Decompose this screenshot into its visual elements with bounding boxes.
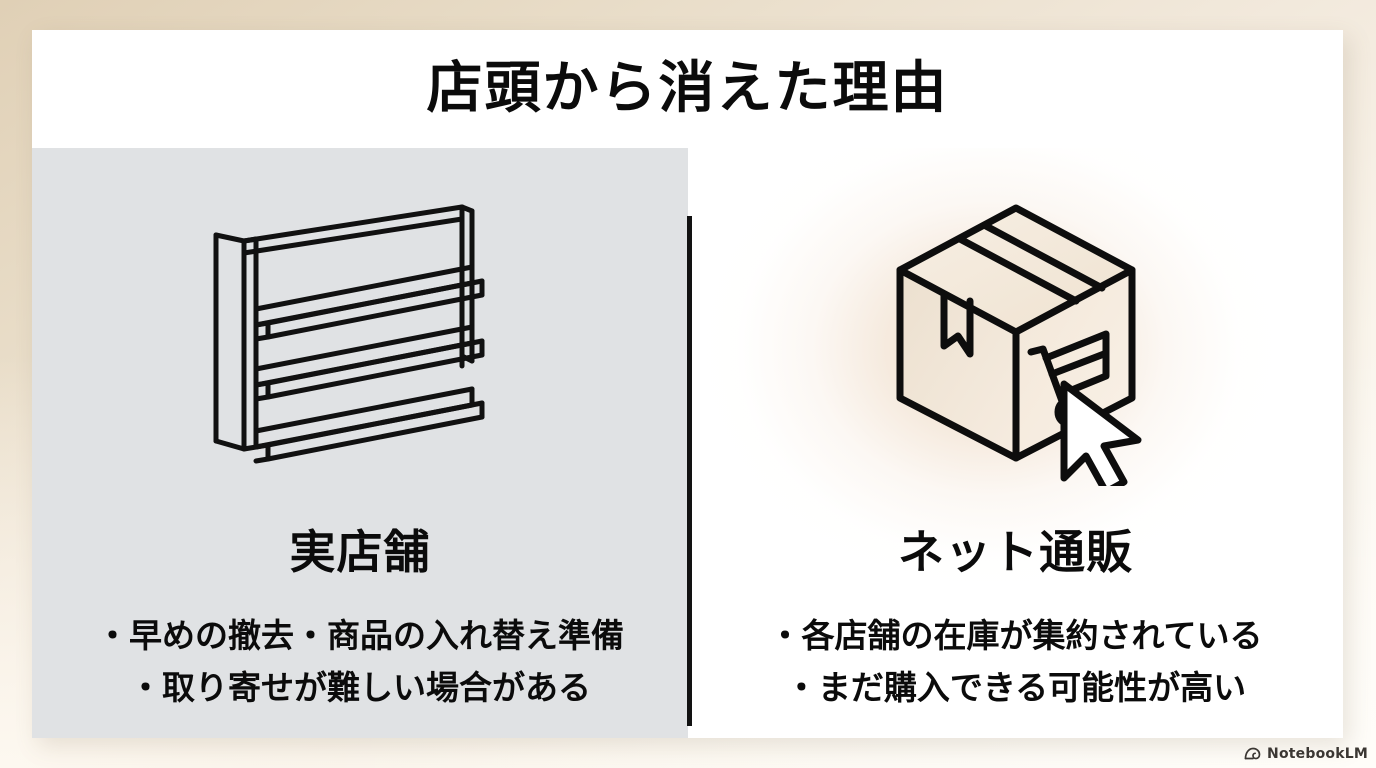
list-item: ・取り寄せが難しい場合がある [129,668,591,707]
bullet-list-online-shopping: ・各店舗の在庫が集約されている ・まだ購入できる可能性が高い [688,610,1343,714]
comparison-columns: 実店舗 ・早めの撤去・商品の入れ替え準備 ・取り寄せが難しい場合がある [32,148,1343,738]
list-item: ・早めの撤去・商品の入れ替え準備 [96,616,624,655]
shipping-box-illustration [688,176,1343,496]
column-heading-online-shopping: ネット通販 [898,525,1133,579]
page-title: 店頭から消えた理由 [426,56,949,121]
list-item: ・各店舗の在庫が集約されている [768,616,1263,655]
list-item: ・まだ購入できる可能性が高い [784,668,1247,707]
column-divider [687,216,692,726]
empty-store-shelf-icon [213,204,485,464]
notebooklm-watermark: NotebookLM [1244,746,1368,762]
mouse-cursor-icon [1060,380,1141,486]
column-physical-store: 実店舗 ・早めの撤去・商品の入れ替え準備 ・取り寄せが難しい場合がある [32,148,688,738]
notebooklm-watermark-label: NotebookLM [1267,746,1368,762]
empty-store-shelf-illustration [32,176,688,496]
column-online-shopping: ネット通販 ・各店舗の在庫が集約されている ・まだ購入できる可能性が高い [688,148,1343,738]
column-heading-physical-store: 実店舗 [289,525,431,579]
slide-card: 店頭から消えた理由 [32,30,1343,738]
shipping-box-with-cart-cursor-icon [896,204,1141,486]
bullet-list-physical-store: ・早めの撤去・商品の入れ替え準備 ・取り寄せが難しい場合がある [32,610,688,714]
notebooklm-spiral-icon [1244,747,1261,760]
